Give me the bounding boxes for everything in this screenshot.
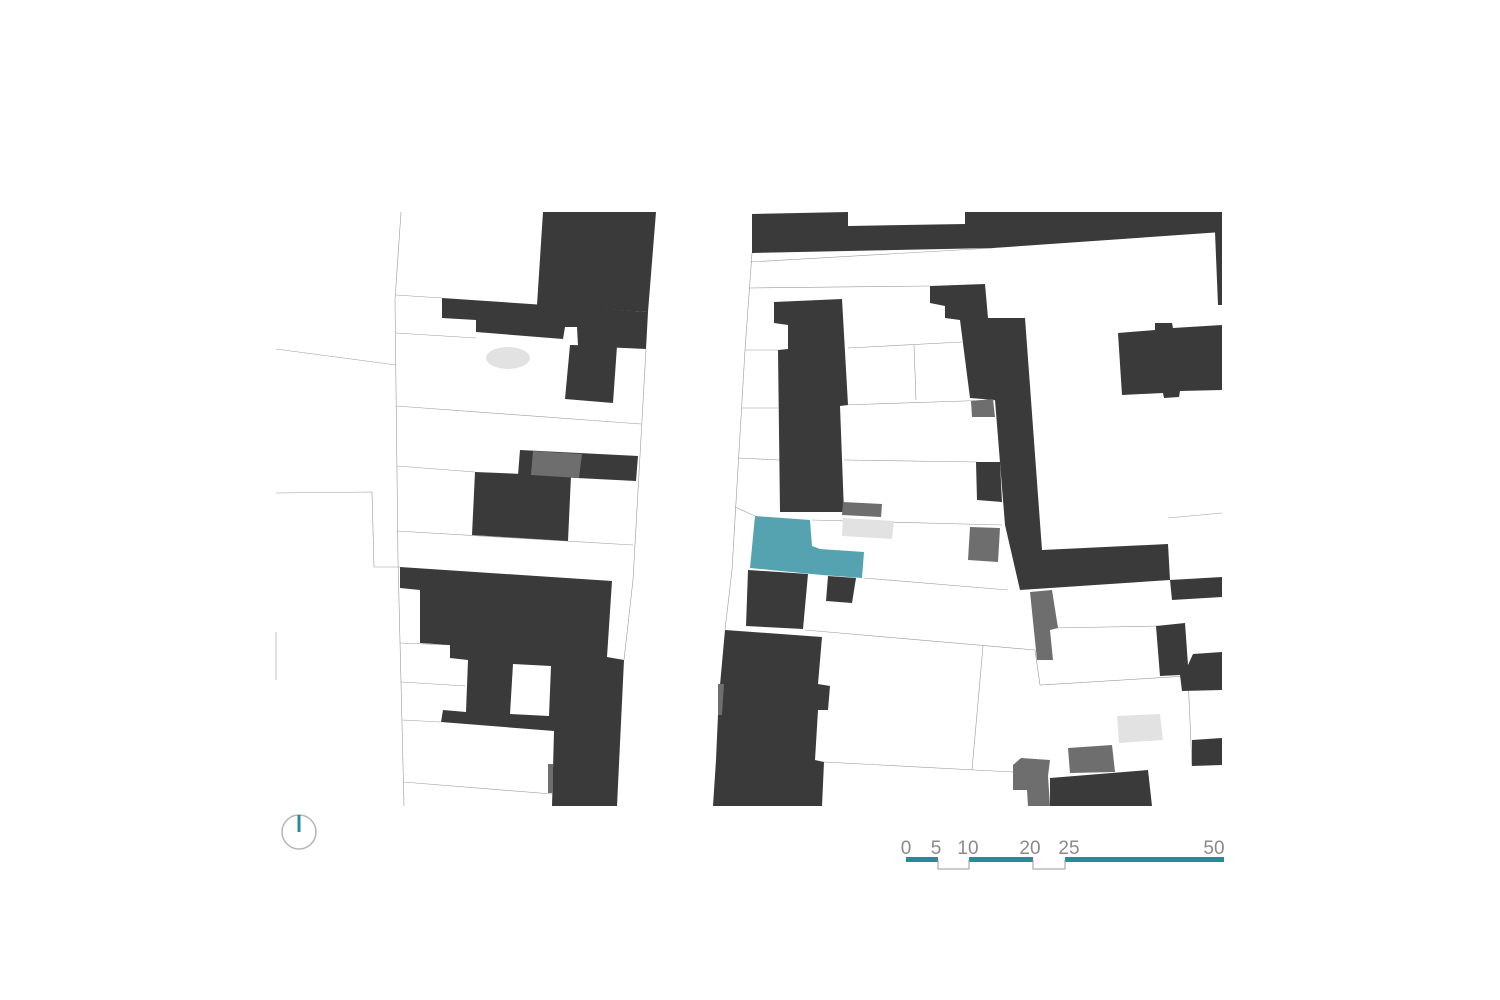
building	[1156, 623, 1222, 691]
building	[752, 212, 1222, 253]
building	[442, 298, 648, 349]
building	[774, 299, 848, 512]
building	[1118, 323, 1222, 398]
light-structure	[842, 518, 894, 539]
building	[976, 462, 1002, 502]
north-arrow-icon	[281, 814, 317, 850]
annex	[718, 684, 724, 715]
annex	[548, 764, 553, 793]
building	[1050, 770, 1152, 806]
scale-tick: 10	[957, 838, 978, 859]
building	[930, 284, 1170, 590]
annex	[971, 399, 995, 417]
building	[713, 630, 830, 806]
annex	[531, 451, 582, 478]
buildings	[400, 212, 1222, 806]
building	[565, 345, 617, 403]
annex	[1030, 590, 1058, 660]
tree	[486, 347, 530, 369]
building	[1215, 232, 1222, 305]
parcel-lines	[275, 211, 1223, 807]
annex	[842, 502, 882, 517]
scale-bar: 0 5 10 20 25 50	[901, 838, 1225, 870]
building	[746, 570, 808, 629]
building	[472, 472, 571, 541]
annex	[1068, 745, 1115, 773]
scale-tick: 0	[901, 838, 912, 859]
annex	[1013, 758, 1050, 806]
scale-tick: 5	[931, 838, 942, 859]
building	[537, 212, 656, 312]
building	[826, 576, 856, 603]
scale-tick: 20	[1019, 838, 1040, 859]
building	[1170, 577, 1222, 600]
highlighted-building[interactable]	[750, 516, 864, 578]
building	[1192, 738, 1222, 766]
scale-tick: 25	[1058, 838, 1079, 859]
annex	[968, 527, 1000, 562]
light-structure	[1117, 714, 1163, 743]
scale-tick: 50	[1203, 838, 1224, 859]
